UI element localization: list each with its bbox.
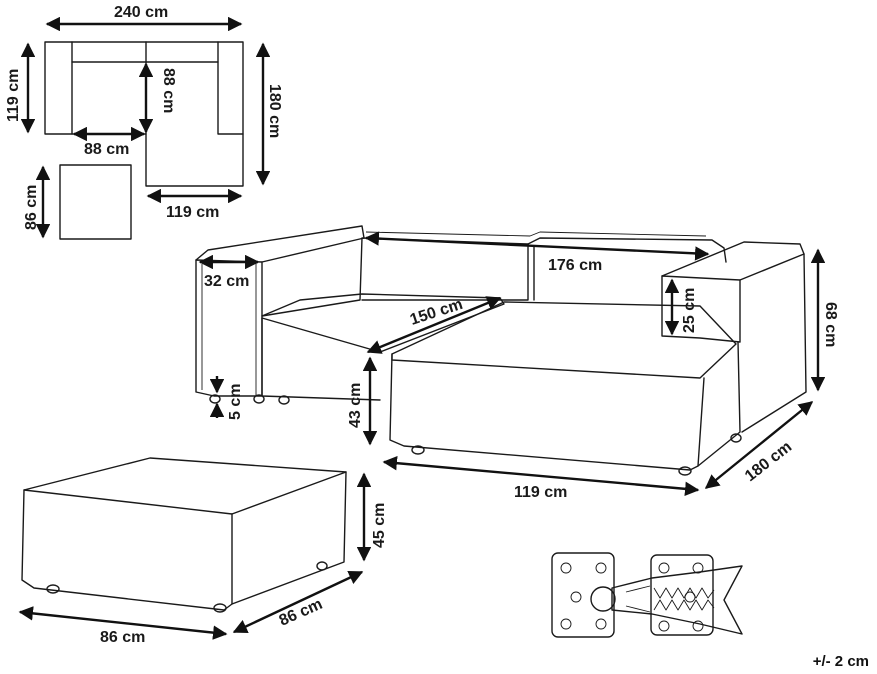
ottoman-leg xyxy=(316,561,328,571)
plan-left-depth-label: 119 cm xyxy=(5,69,22,122)
sofa-drawing: 32 cm 176 cm 150 cm 25 cm 68 cm 43 cm 5 … xyxy=(195,225,839,501)
plan-ottoman-label: 86 cm xyxy=(23,185,40,230)
plan-seat-depth-label: 88 cm xyxy=(160,68,177,113)
chaise-front xyxy=(389,353,705,471)
plan-right-arm xyxy=(217,61,244,135)
chaise-width-arrow xyxy=(382,455,700,497)
backrest-length-arrow xyxy=(364,231,710,261)
left-seat xyxy=(261,293,505,353)
ottoman-front xyxy=(21,489,233,611)
clip-hook xyxy=(611,565,743,635)
right-armrest-top xyxy=(661,241,805,281)
plan-seat-width-label: 88 cm xyxy=(84,141,129,158)
ottoman-depth-arrow xyxy=(232,570,364,634)
backrest-length-label: 176 cm xyxy=(548,257,602,274)
ottoman-leg xyxy=(46,584,60,594)
plan-ottoman xyxy=(59,164,132,240)
plan-width-label: 240 cm xyxy=(114,4,168,21)
ottoman-top xyxy=(23,457,347,515)
tolerance-note: +/- 2 cm xyxy=(812,653,869,670)
plan-total-depth-label: 180 cm xyxy=(266,84,283,138)
leg xyxy=(678,466,692,476)
clip-plate-right xyxy=(650,554,714,636)
right-armrest xyxy=(661,275,741,343)
total-depth-label: 180 cm xyxy=(742,438,795,485)
leg xyxy=(278,395,290,405)
armrest-width-label: 32 cm xyxy=(204,273,249,290)
leg xyxy=(411,445,425,455)
seat-height-label: 43 cm xyxy=(347,383,364,428)
connector-clip-illustration xyxy=(551,552,743,638)
chaise-length-arrow xyxy=(366,296,502,354)
top-view-plan: 240 cm 119 cm 88 cm 88 cm 180 cm 119 cm … xyxy=(5,4,283,240)
chaise-width-label: 119 cm xyxy=(514,484,567,501)
total-depth-arrow xyxy=(704,401,814,489)
back-cushion-left xyxy=(261,237,529,317)
leg-height-label: 5 cm xyxy=(227,384,244,420)
total-height-label: 68 cm xyxy=(822,302,839,347)
ottoman-width-label: 86 cm xyxy=(100,629,145,646)
ottoman-drawing: 45 cm 86 cm 86 cm xyxy=(18,457,388,646)
plan-chaise-width-label: 119 cm xyxy=(166,204,219,221)
ottoman-leg xyxy=(213,603,227,613)
ottoman-width-arrow xyxy=(18,606,228,640)
armrest-height-label: 25 cm xyxy=(681,288,698,333)
leg xyxy=(253,394,265,404)
ottoman-height-label: 45 cm xyxy=(371,503,388,548)
left-armrest-top xyxy=(195,225,365,263)
plan-outline xyxy=(44,41,244,187)
plan-back-line xyxy=(71,41,219,63)
ottoman-side xyxy=(231,471,347,605)
